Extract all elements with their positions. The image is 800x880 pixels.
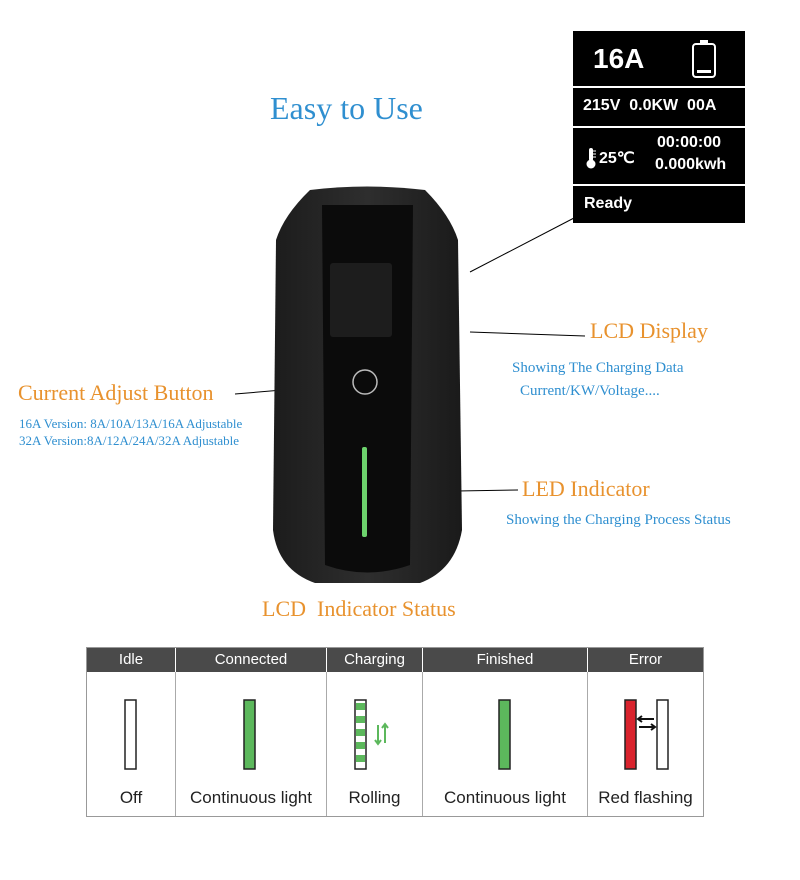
current-adjust-line-2: 32A Version:8A/12A/24A/32A Adjustable	[19, 433, 240, 448]
led-continuous-icon	[243, 699, 256, 770]
lcd-current-value: 16A	[593, 43, 645, 74]
thermometer-icon	[586, 148, 596, 169]
caption-idle: Off	[119, 788, 143, 807]
current-adjust-line-1: 16A Version: 8A/10A/13A/16A Adjustable	[19, 416, 243, 431]
cell-charging: Rolling	[327, 672, 423, 816]
lcd-status: Ready	[584, 195, 633, 212]
lcd-display-desc-2: Current/KW/Voltage....	[520, 383, 660, 399]
cell-error: Red flashing	[588, 672, 703, 816]
led-error-icon	[624, 699, 669, 770]
header-finished: Finished	[423, 648, 588, 672]
lcd-energy: 0.000kwh	[655, 156, 727, 173]
lcd-display-desc-1: Showing The Charging Data	[512, 360, 684, 376]
cell-finished: Continuous light	[423, 672, 588, 816]
caption-finished: Continuous light	[444, 788, 566, 807]
header-connected: Connected	[176, 648, 327, 672]
caption-connected: Continuous light	[190, 788, 312, 807]
adjust-button-icon	[352, 369, 378, 395]
lcd-time: 00:00:00	[657, 134, 722, 151]
header-idle: Idle	[87, 648, 176, 672]
current-adjust-label: Current Adjust Button	[18, 380, 214, 405]
cell-idle: Off	[87, 672, 176, 816]
header-error: Error	[588, 648, 703, 672]
led-finished-icon	[498, 699, 511, 770]
header-charging: Charging	[327, 648, 423, 672]
led-indicator-desc: Showing the Charging Process Status	[506, 512, 731, 528]
lcd-screen: 16A 215V 0.0KW 00A 25℃ 00:00:00 0.000kwh…	[573, 31, 745, 223]
led-off-icon	[124, 699, 137, 770]
charger-device	[273, 186, 462, 583]
caption-charging: Rolling	[348, 788, 401, 807]
lcd-display-label: LCD Display	[590, 318, 708, 343]
page-title: Easy to Use	[270, 90, 423, 126]
status-table: Idle Connected Charging Finished Error O…	[86, 647, 704, 817]
cell-connected: Continuous light	[176, 672, 327, 816]
lcd-temperature: 25℃	[599, 150, 635, 167]
lcd-stats: 215V 0.0KW 00A	[583, 97, 717, 114]
caption-error: Red flashing	[598, 788, 693, 807]
battery-icon	[692, 40, 716, 78]
led-indicator-label: LED Indicator	[522, 476, 650, 501]
led-rolling-icon	[354, 699, 389, 770]
status-heading: LCD Indicator Status	[262, 596, 456, 621]
